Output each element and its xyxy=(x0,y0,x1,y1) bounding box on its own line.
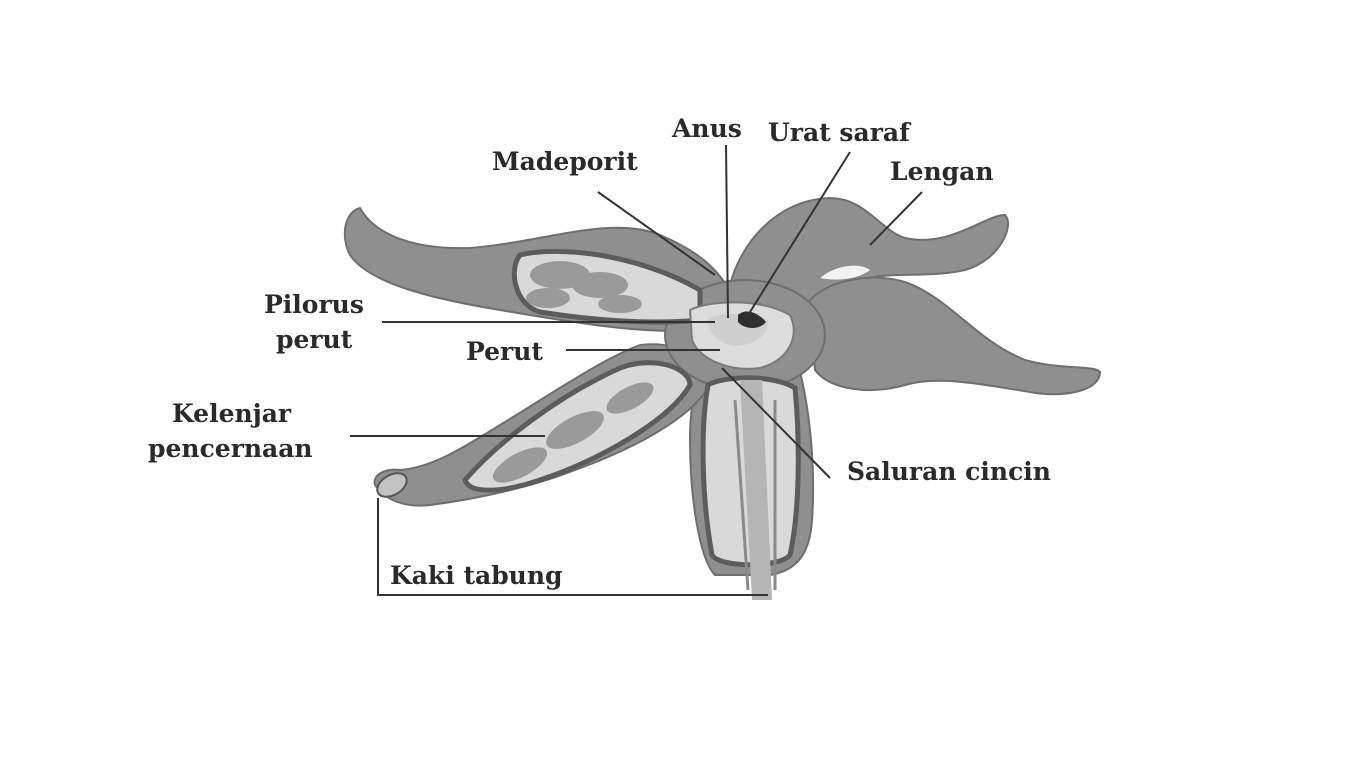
labels: Anus Urat saraf Madeporit Lengan Pilorus… xyxy=(148,114,1051,590)
leader-kaki-tabung xyxy=(377,498,768,596)
tube-feet-rows xyxy=(733,399,777,591)
label-anus: Anus xyxy=(671,114,742,143)
arm-highlight xyxy=(820,265,870,280)
label-madeporit: Madeporit xyxy=(492,147,638,176)
arm-tip xyxy=(376,472,408,498)
glands-bottom-left xyxy=(492,382,654,483)
leader-lines xyxy=(350,144,923,596)
label-urat-saraf: Urat saraf xyxy=(768,118,912,147)
leader-madeporit xyxy=(597,191,716,276)
label-pilorus-line2: perut xyxy=(276,325,353,354)
arm-right xyxy=(808,276,1102,396)
leader-lengan xyxy=(869,191,923,246)
leader-urat-saraf xyxy=(744,151,851,321)
radial-canal xyxy=(740,380,772,600)
label-perut: Perut xyxy=(466,337,543,366)
leader-saluran-cincin xyxy=(721,367,831,479)
anus-spot xyxy=(738,311,766,328)
label-kaki-tabung: Kaki tabung xyxy=(390,561,563,590)
glands-top-left xyxy=(526,261,642,313)
label-pilorus-line1: Pilorus xyxy=(264,290,364,319)
label-lengan: Lengan xyxy=(890,157,994,186)
internal-organs xyxy=(376,248,801,600)
label-kelenjar-line2: pencernaan xyxy=(148,434,313,463)
label-kelenjar-line1: Kelenjar xyxy=(172,399,292,428)
leader-anus xyxy=(725,144,729,319)
label-saluran-cincin: Saluran cincin xyxy=(847,457,1051,486)
